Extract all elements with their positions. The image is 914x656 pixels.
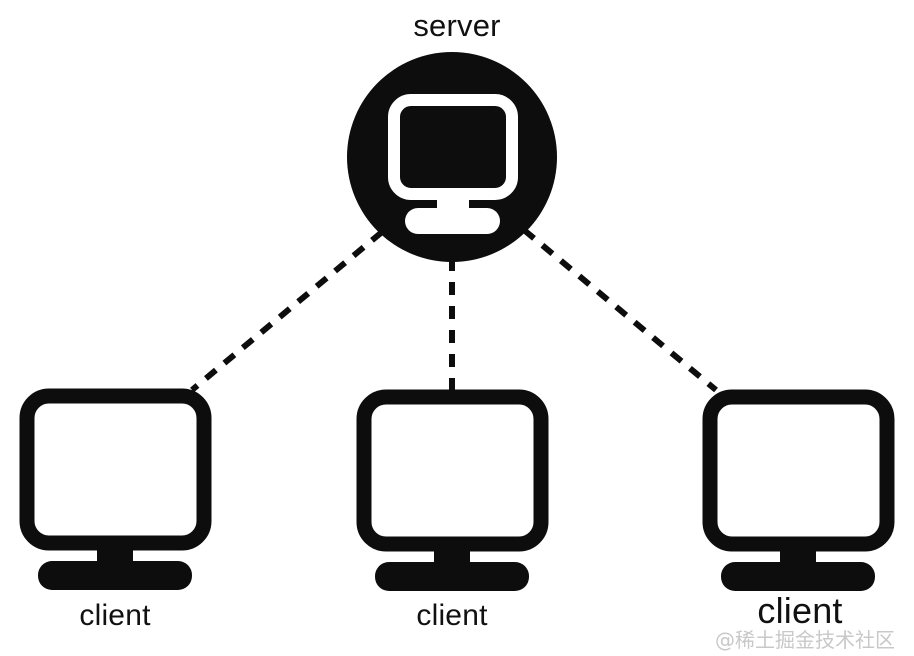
client-2-label: client [416, 599, 488, 632]
server-monitor-icon [388, 94, 518, 234]
client-3-screen-outline [702, 389, 895, 552]
link-server-client-3 [522, 227, 718, 393]
server-stand-base [405, 208, 500, 234]
link-server-client-1 [190, 229, 384, 393]
client-1-node[interactable] [19, 388, 212, 590]
client-2-screen-outline [356, 389, 549, 552]
monitor-icon [19, 388, 212, 590]
client-3-label: client [757, 590, 843, 631]
client-1-screen-outline [19, 388, 212, 551]
server-node[interactable] [347, 52, 557, 262]
monitor-icon [356, 389, 549, 591]
client-2-node[interactable] [356, 389, 549, 591]
client-1-stand-base [38, 561, 192, 590]
connection-links [190, 227, 718, 394]
server-label: server [413, 8, 501, 43]
client-2-stand-base [375, 562, 529, 591]
client-3-stand-base [721, 562, 875, 591]
monitor-icon [702, 389, 895, 591]
client-3-node[interactable] [702, 389, 895, 591]
client-1-label: client [79, 599, 151, 632]
